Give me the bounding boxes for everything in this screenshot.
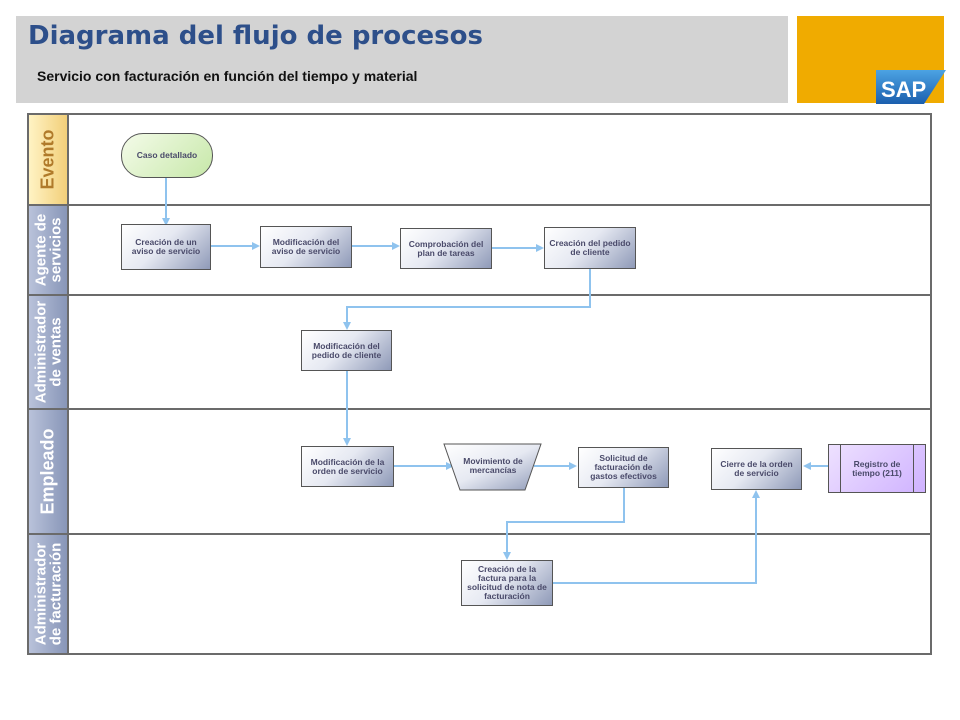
sap-logo: SAP	[876, 70, 946, 104]
lane-label-administrador-ventas: Administrador de ventas	[32, 300, 65, 404]
step-modificacion-aviso-servicio[interactable]: Modificación del aviso de servicio	[260, 226, 352, 268]
lane-label-agente-servicios: Agente de servicios	[32, 213, 65, 287]
step-creacion-aviso-servicio[interactable]: Creación de un aviso de servicio	[121, 224, 211, 270]
step-creacion-aviso-servicio-label: Creación de un aviso de servicio	[131, 237, 201, 256]
lane-label-empleado: Empleado	[37, 428, 58, 515]
step-cierre-orden-servicio[interactable]: Cierre de la orden de servicio	[711, 448, 802, 490]
step-creacion-factura-label: Creación de la factura para la solicitud…	[467, 564, 547, 601]
step-modificacion-orden-servicio-label: Modificación de la orden de servicio	[310, 456, 385, 476]
step-movimiento-mercancias[interactable]: Movimiento de mercancías	[453, 445, 533, 487]
step-creacion-pedido-cliente[interactable]: Creación del pedido de cliente	[544, 227, 636, 269]
step-modificacion-pedido-cliente-label: Modificación del pedido de cliente	[311, 340, 382, 360]
step-comprobacion-plan-tareas-label: Comprobación del plan de tareas	[408, 238, 484, 258]
lane-administrador-ventas: Administrador de ventas	[29, 296, 930, 410]
page-subtitle: Servicio con facturación en función del …	[37, 68, 418, 84]
lane-label-administrador-facturacion: Administrador de facturación	[32, 542, 64, 646]
step-solicitud-facturacion-gastos-label: Solicitud de facturación de gastos efect…	[590, 453, 657, 481]
step-modificacion-orden-servicio[interactable]: Modificación de la orden de servicio	[301, 446, 394, 487]
lane-administrador-facturacion: Administrador de facturación	[29, 535, 930, 653]
step-cierre-orden-servicio-label: Cierre de la orden de servicio	[720, 459, 793, 478]
step-creacion-pedido-cliente-label: Creación del pedido de cliente	[549, 238, 631, 257]
step-movimiento-mercancias-label: Movimiento de mercancías	[463, 456, 523, 475]
step-creacion-factura[interactable]: Creación de la factura para la solicitud…	[461, 560, 553, 606]
subprocess-registro-tiempo[interactable]: Registro de tiempo (211)	[828, 444, 926, 493]
step-modificacion-pedido-cliente[interactable]: Modificación del pedido de cliente	[301, 330, 392, 371]
page-title: Diagrama del flujo de procesos	[28, 21, 483, 51]
subprocess-registro-tiempo-label: Registro de tiempo (211)	[852, 458, 902, 478]
step-solicitud-facturacion-gastos[interactable]: Solicitud de facturación de gastos efect…	[578, 447, 669, 488]
sap-logo-text: SAP	[881, 77, 926, 102]
step-modificacion-aviso-servicio-label: Modificación del aviso de servicio	[271, 237, 341, 256]
header-banner: Diagrama del flujo de procesos Servicio …	[16, 16, 788, 103]
lane-label-evento: Evento	[37, 129, 58, 190]
event-caso-detallado[interactable]: Caso detallado	[121, 133, 213, 178]
step-comprobacion-plan-tareas[interactable]: Comprobación del plan de tareas	[400, 228, 492, 269]
lane-evento: Evento	[29, 115, 930, 206]
event-caso-detallado-label: Caso detallado	[136, 150, 198, 160]
lane-empleado: Empleado	[29, 410, 930, 535]
